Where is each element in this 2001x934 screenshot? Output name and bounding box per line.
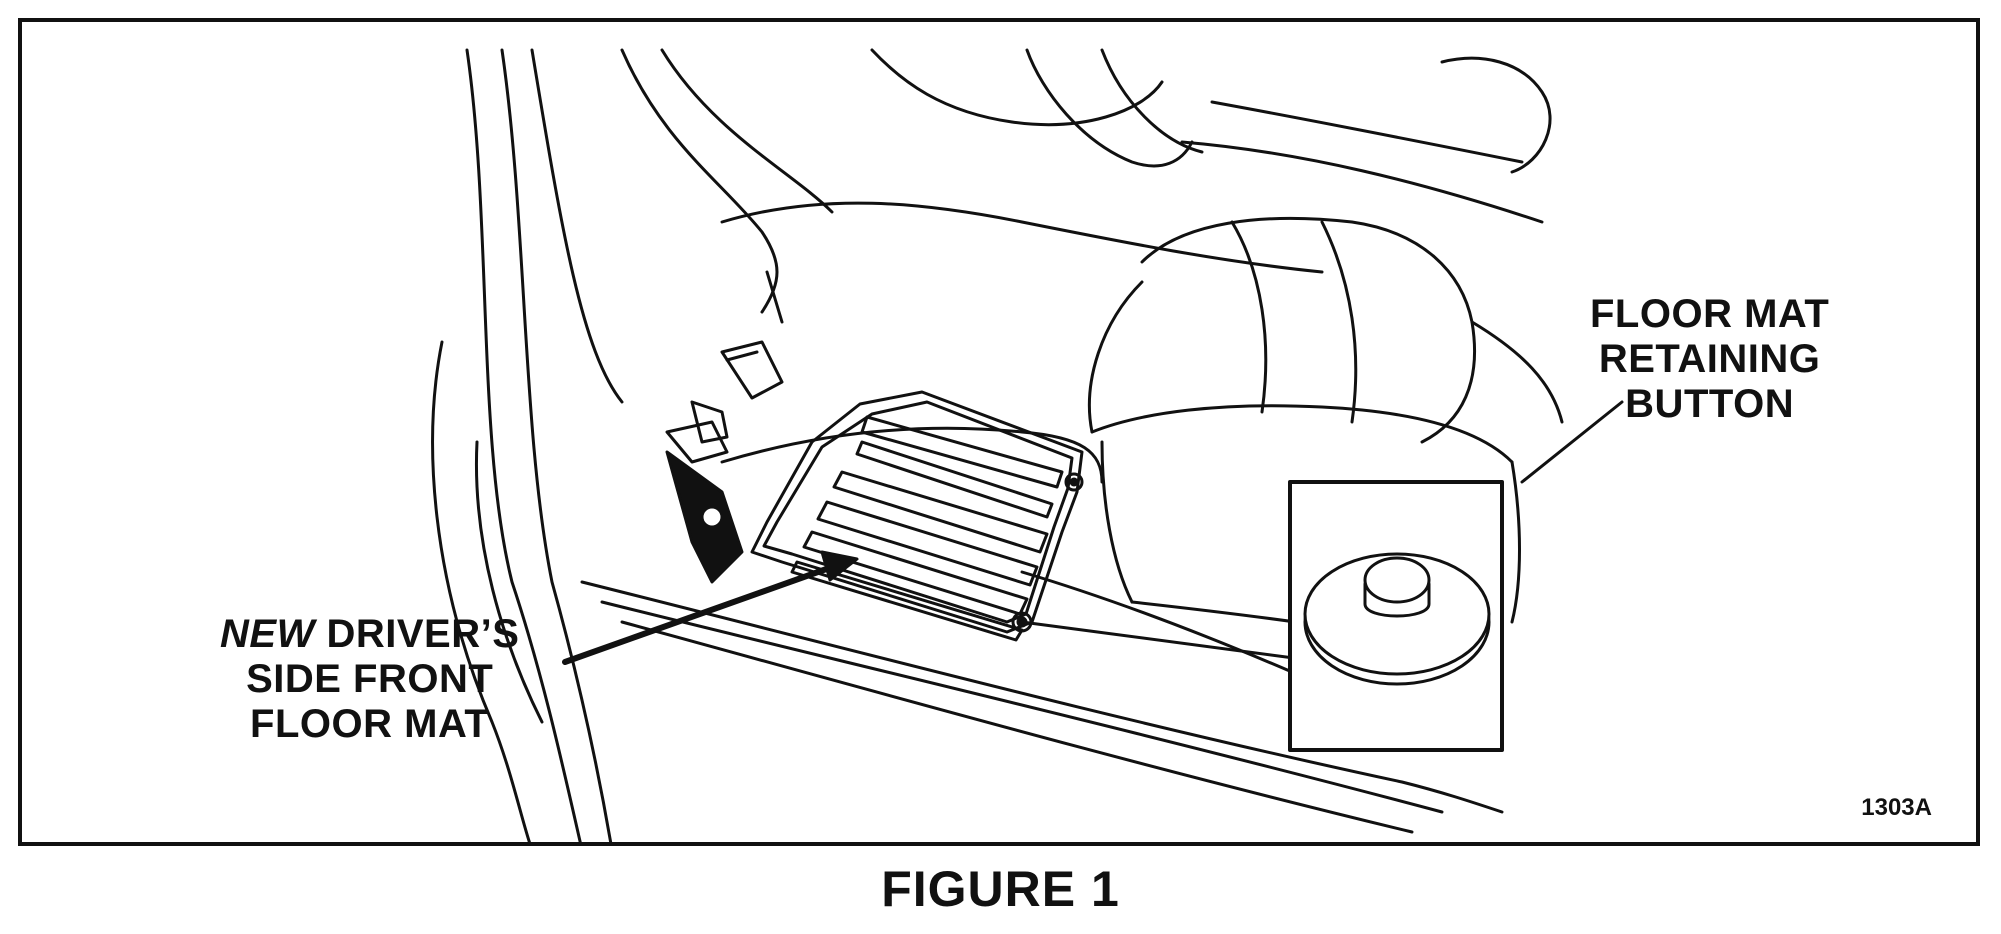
figure-caption: FIGURE 1 (881, 861, 1120, 917)
floor (580, 426, 1504, 834)
car-interior-illustration (431, 48, 1624, 842)
figure-code: 1303A (1861, 794, 1932, 821)
button-label-line1: FLOOR MAT (1590, 292, 1830, 336)
door-frame (431, 48, 624, 842)
kick-panel (665, 450, 744, 584)
illustration-frame: NEW DRIVER’S SIDE FRONT FLOOR MAT FLOOR … (18, 18, 1980, 846)
mat-arrow (562, 550, 859, 665)
leader-lines (1020, 400, 1624, 664)
retaining-button-label: FLOOR MAT RETAINING BUTTON (1590, 292, 1829, 426)
mat-label-line1-rest: DRIVER’S (314, 612, 520, 656)
mat-label-new-word: NEW (220, 612, 315, 656)
retaining-button-inset (1288, 480, 1504, 752)
mat-label-line2: SIDE FRONT (246, 656, 494, 701)
pedals (665, 270, 784, 464)
button-label-line3: BUTTON (1625, 381, 1795, 426)
steering-column (620, 48, 1552, 314)
mat-label-line3: FLOOR MAT (250, 701, 490, 746)
button-label-line2: RETAINING (1598, 336, 1821, 381)
floor-mat (750, 390, 1084, 642)
new-floor-mat-label: NEW DRIVER’S SIDE FRONT FLOOR MAT (220, 612, 519, 746)
mat-label-line1: NEW DRIVER’S (220, 612, 519, 657)
